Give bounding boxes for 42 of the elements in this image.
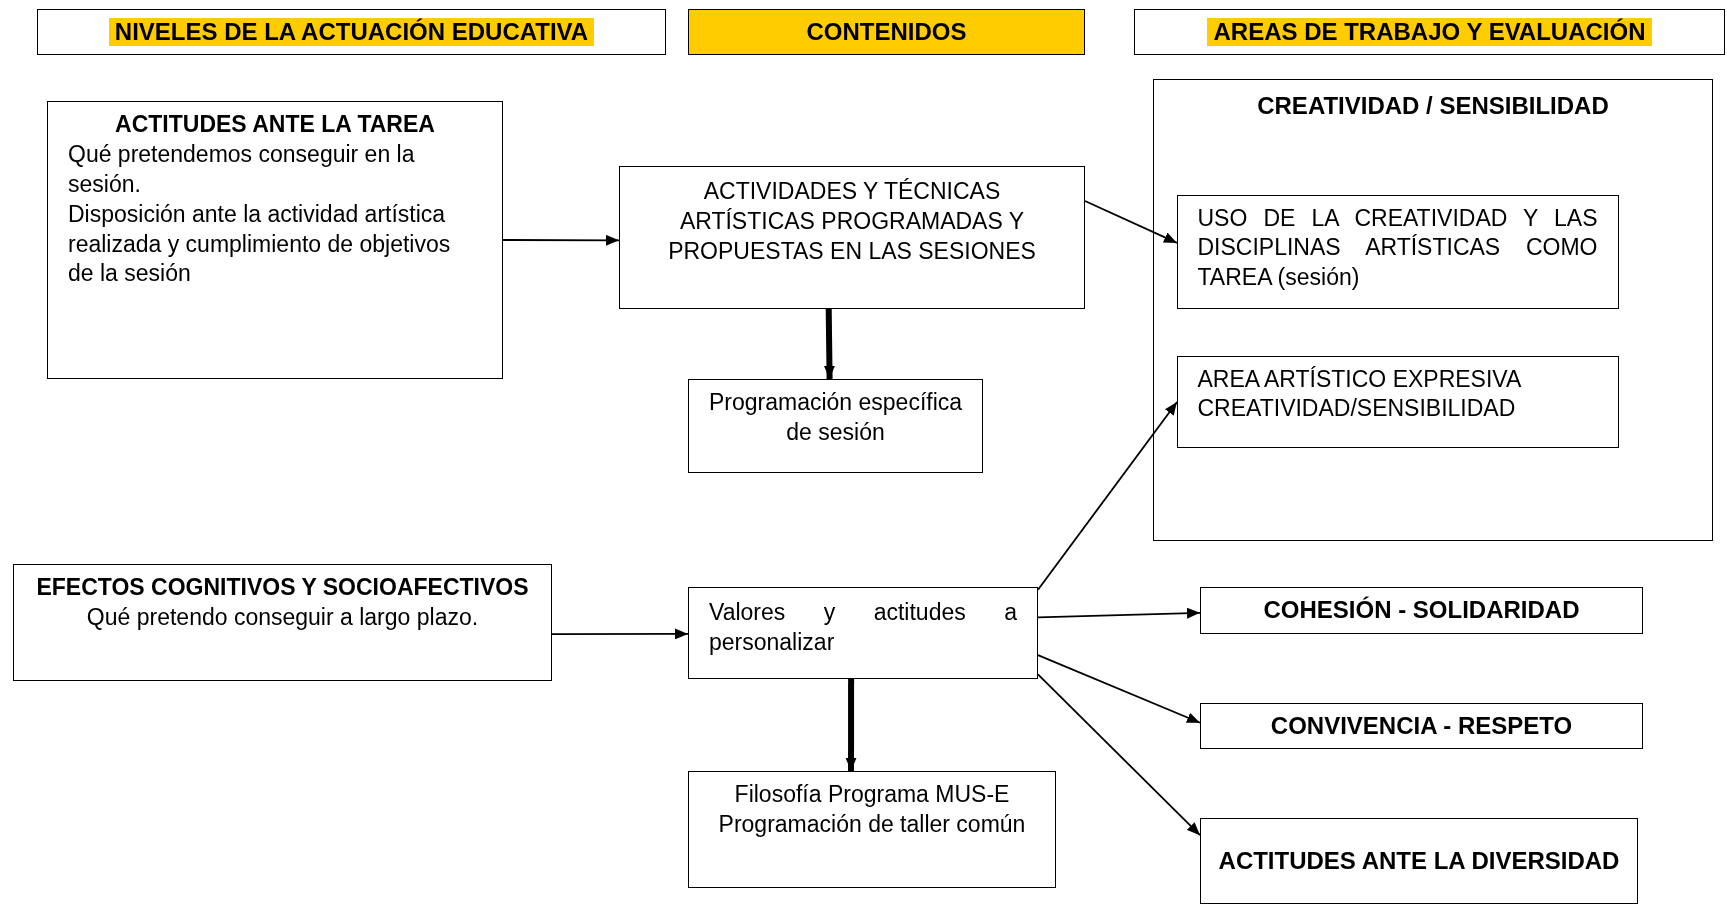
process-box xyxy=(688,379,983,473)
arrow xyxy=(1037,401,1178,591)
process-box xyxy=(1176,355,1619,448)
area-box xyxy=(1200,587,1643,634)
arrow xyxy=(551,628,689,640)
area-box xyxy=(1200,818,1638,904)
box-text: AREA ARTÍSTICO EXPRESIVA CREATIVIDAD/SENSIBILIDAD xyxy=(1197,364,1522,424)
box-text: ACTIVIDADES Y TÉCNICAS ARTÍSTICAS PROGRAMADAS Y PROPUESTAS EN LAS SESIONES xyxy=(667,177,1037,266)
header-box xyxy=(1134,9,1725,55)
box-text: Disposición ante la actividad artística realizada y cumplimiento de objetivos de la sesión xyxy=(68,199,452,289)
area-box xyxy=(1200,703,1643,749)
arrow xyxy=(824,308,835,380)
process-box xyxy=(688,587,1038,679)
box-text: USO DE LA CREATIVIDAD Y LAS DISCIPLINAS ARTÍSTICAS COMO TAREA (sesión) xyxy=(1197,203,1598,293)
arrow xyxy=(845,679,857,771)
box-text: Qué pretendo conseguir a largo plazo. xyxy=(85,602,480,632)
header-label: AREAS DE TRABAJO Y EVALUACIÓN xyxy=(1207,18,1652,46)
process-box xyxy=(1176,194,1619,309)
process-box xyxy=(619,166,1085,309)
box-title: COHESIÓN - SOLIDARIDAD xyxy=(1263,595,1580,626)
arrow xyxy=(1037,607,1201,619)
box-title: CREATIVIDAD / SENSIBILIDAD xyxy=(1256,91,1610,121)
process-box xyxy=(47,101,503,379)
arrow xyxy=(502,234,620,246)
box-title: ACTITUDES ANTE LA DIVERSIDAD xyxy=(1218,845,1620,876)
header-label: CONTENIDOS xyxy=(806,18,967,46)
box-title: CONVIVENCIA - RESPETO xyxy=(1270,710,1573,741)
box-text: Programación específica de sesión xyxy=(707,388,964,447)
arrow xyxy=(1037,673,1201,837)
header-label: NIVELES DE LA ACTUACIÓN EDUCATIVA xyxy=(108,18,595,46)
box-text: Valores y actitudes a personalizar xyxy=(709,598,1017,657)
group-box xyxy=(1153,79,1713,541)
arrow xyxy=(1084,200,1178,244)
header-box xyxy=(37,9,666,55)
arrow xyxy=(1037,654,1201,724)
box-text: Qué pretendemos conseguir en la sesión. xyxy=(68,139,416,199)
header-box xyxy=(688,9,1085,55)
process-box xyxy=(13,564,552,681)
box-title: ACTITUDES ANTE LA TAREA xyxy=(114,110,436,139)
box-text: Filosofía Programa MUS-E Programación de taller común xyxy=(717,780,1027,839)
process-box xyxy=(688,771,1056,888)
box-title: EFECTOS COGNITIVOS Y SOCIOAFECTIVOS xyxy=(35,573,530,602)
